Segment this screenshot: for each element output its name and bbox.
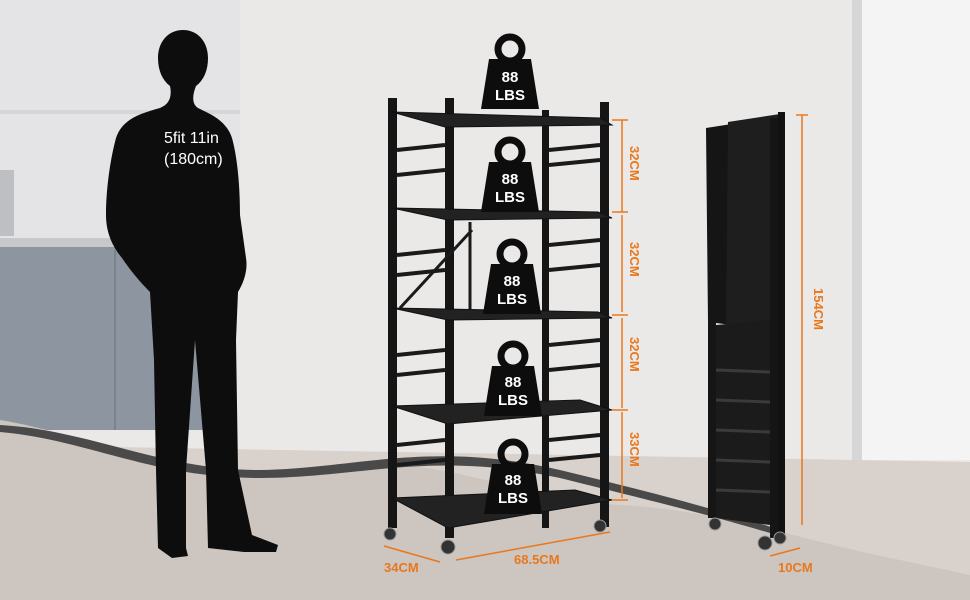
depth-label: 34CM — [384, 560, 419, 575]
window — [860, 0, 970, 460]
weight-unit: LBS — [497, 291, 527, 308]
folded-post-left — [708, 318, 716, 518]
folded-depth-line — [769, 547, 801, 557]
depth-dimension-line — [383, 545, 441, 563]
weight-value: 88 — [501, 171, 519, 188]
kitchen-shelf — [0, 110, 240, 114]
weight-icon-5 — [484, 438, 542, 514]
tier-2-height-label: 32CM — [627, 242, 642, 277]
person-silhouette — [106, 30, 278, 558]
folded-height-label: 154CM — [811, 288, 826, 330]
weight-unit: LBS — [498, 490, 528, 507]
weight-icon-2 — [481, 136, 539, 212]
folded-wheel-2 — [757, 535, 773, 551]
weight-value: 88 — [504, 472, 522, 489]
folded-depth-label: 10CM — [778, 560, 813, 575]
folded-wheel-3 — [773, 531, 787, 545]
shelf-deck-1 — [391, 111, 614, 128]
wheel-back-left — [440, 539, 456, 555]
person-height-cm-label: (180cm) — [164, 151, 223, 168]
weight-icon-1 — [481, 33, 539, 109]
weight-icons — [481, 33, 542, 514]
kitchen-appliance — [0, 170, 14, 236]
width-label: 68.5CM — [514, 552, 560, 567]
window-frame — [852, 0, 862, 460]
folded-wheel-1 — [708, 517, 722, 531]
folded-panel-upper-front — [726, 114, 780, 330]
right-side-rungs — [548, 143, 601, 462]
width-dimension-line — [455, 531, 611, 561]
left-side-rungs — [396, 143, 446, 467]
tier-1-height-label: 32CM — [627, 146, 642, 181]
weight-value: 88 — [504, 374, 522, 391]
weight-unit: LBS — [495, 189, 525, 206]
person-height-label: 5fit 11in — [164, 130, 219, 147]
cross-brace — [398, 228, 474, 310]
weight-unit: LBS — [498, 392, 528, 409]
folded-post-outer — [778, 112, 785, 540]
folded-post-right — [770, 118, 778, 538]
weight-icon-4 — [484, 340, 542, 416]
tier-3-height-label: 32CM — [627, 337, 642, 372]
wheel-front-right — [593, 519, 607, 533]
folded-panel-lower — [716, 320, 770, 525]
weight-value: 88 — [503, 273, 521, 290]
weight-value: 88 — [501, 69, 519, 86]
shelf-rack — [383, 98, 614, 555]
wheel-front-left — [383, 527, 397, 541]
folded-shelf — [706, 112, 808, 557]
weight-icon-3 — [483, 238, 541, 314]
weight-unit: LBS — [495, 87, 525, 104]
shelf-post-front-left — [388, 98, 397, 528]
tier-dimension-lines — [383, 119, 628, 563]
folded-rungs — [715, 368, 771, 494]
tier-4-height-label: 33CM — [627, 432, 642, 467]
